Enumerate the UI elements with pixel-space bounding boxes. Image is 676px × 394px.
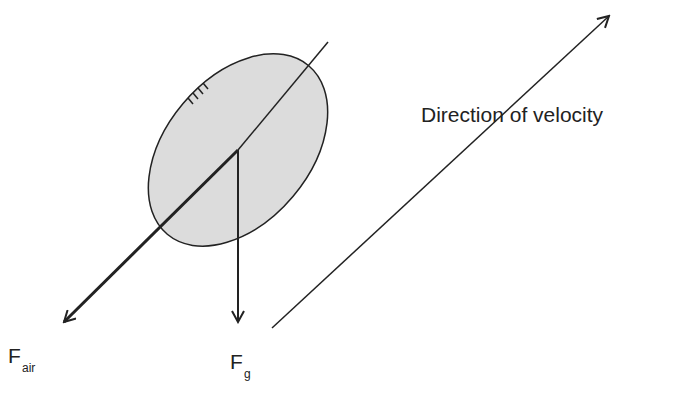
ball-axis <box>238 42 328 150</box>
ball-stitches <box>188 83 208 104</box>
force-subscript: g <box>244 368 251 380</box>
velocity-label: Direction of velocity <box>421 104 603 125</box>
velocity-arrow <box>272 16 609 328</box>
force-subscript: air <box>22 362 35 374</box>
gravity-arrow <box>237 150 239 322</box>
air-force-arrow <box>64 150 238 322</box>
force-symbol: F <box>230 351 243 372</box>
force-symbol: F <box>8 345 21 366</box>
